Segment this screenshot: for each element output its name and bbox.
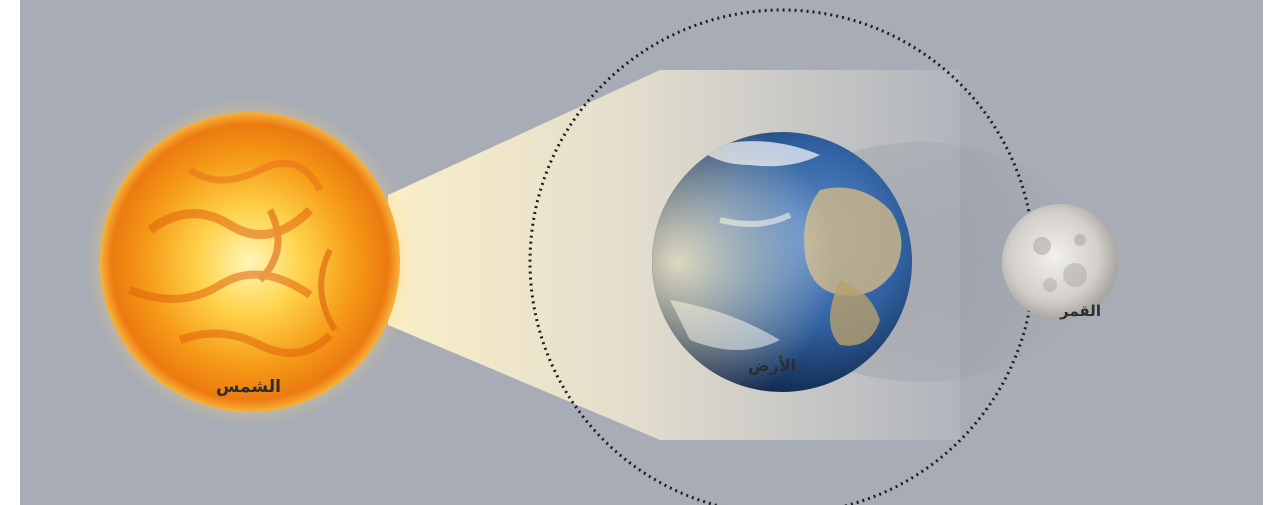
moon-craters (1033, 234, 1087, 292)
sun-label: الشمس (216, 377, 281, 397)
moon-icon (1002, 204, 1118, 320)
earth-land-texture (652, 132, 912, 392)
sun-earth-moon-diagram (85, 8, 1118, 505)
diagram-panel: الشمس الأرض القمر (20, 0, 1263, 505)
moon-label: القمر (1060, 302, 1101, 320)
sun-surface-texture (128, 159, 338, 357)
earth-label: الأرض (748, 356, 797, 375)
sun-icon (100, 112, 400, 412)
